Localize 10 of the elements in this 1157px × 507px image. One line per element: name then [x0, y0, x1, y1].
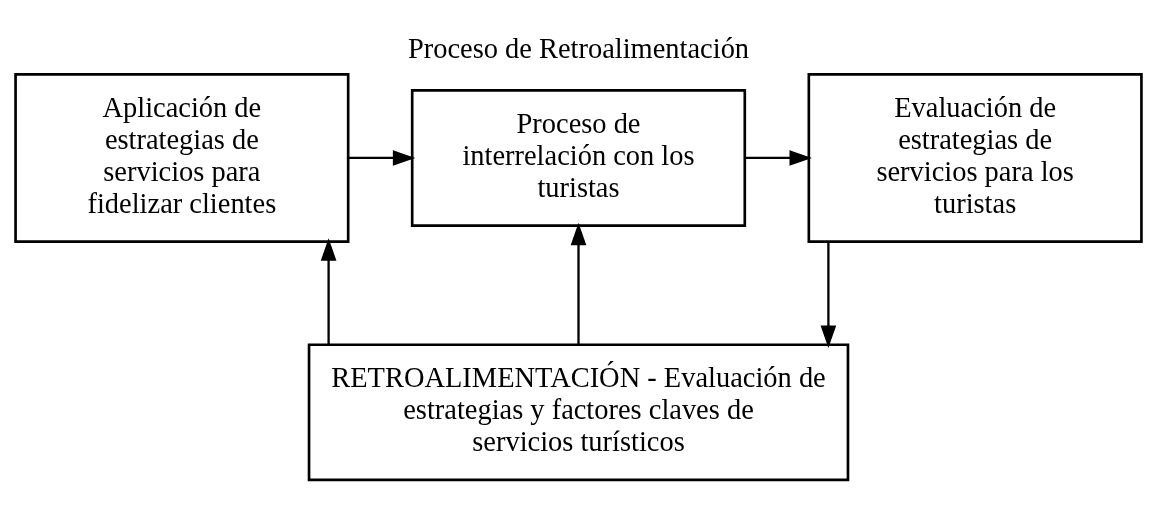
node-box: Aplicación de estrategias de servicios para fidelizar clientes [14, 72, 350, 243]
arrow [348, 149, 416, 166]
arrow [745, 149, 812, 166]
node-box: RETROALIMENTACIÓN - Evaluación de estrategias y factores claves de servicios turísticos [307, 342, 850, 481]
diagram-title: Proceso de Retroalimentación [407, 32, 750, 64]
arrow [570, 222, 587, 344]
node-box: Proceso de interrelación con los turistas [410, 88, 747, 227]
node-box: Evaluación de estrategias de servicios para los turistas [807, 72, 1143, 243]
arrow [320, 237, 337, 344]
arrow [820, 241, 837, 348]
